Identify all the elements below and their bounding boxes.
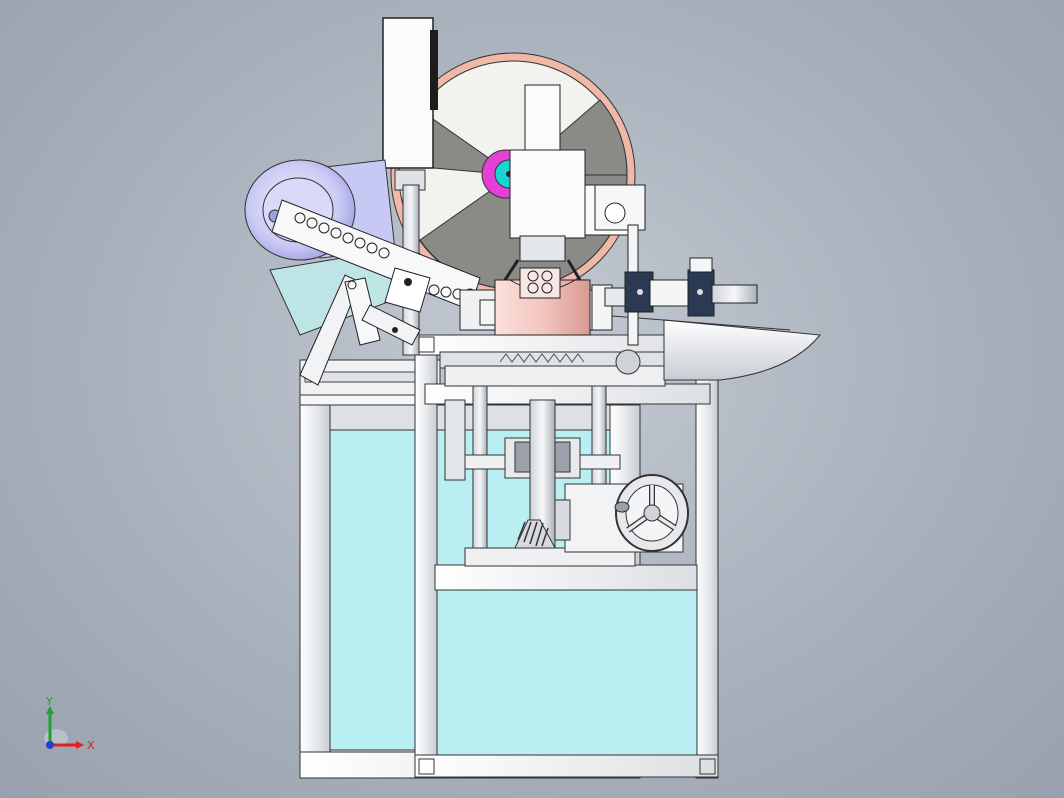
handwheel-icon bbox=[614, 474, 689, 552]
motor-housing-vertical bbox=[382, 17, 434, 169]
chip-tray bbox=[663, 319, 821, 381]
lift-mechanism bbox=[444, 359, 689, 567]
bevel-gear-icon bbox=[514, 519, 556, 549]
spindle-head bbox=[503, 84, 646, 346]
coordinate-triad-icon: Y X bbox=[44, 695, 95, 752]
front-glass-panel bbox=[436, 589, 698, 756]
column bbox=[382, 17, 438, 356]
feed-chute bbox=[271, 199, 481, 386]
z-axis-dot bbox=[46, 741, 54, 749]
y-axis-label: Y bbox=[45, 695, 53, 708]
x-axis-label: X bbox=[87, 739, 95, 752]
coordinate-triad: Y X bbox=[30, 690, 110, 760]
pneumatic-cylinder bbox=[604, 257, 758, 317]
front-frame bbox=[414, 334, 719, 779]
